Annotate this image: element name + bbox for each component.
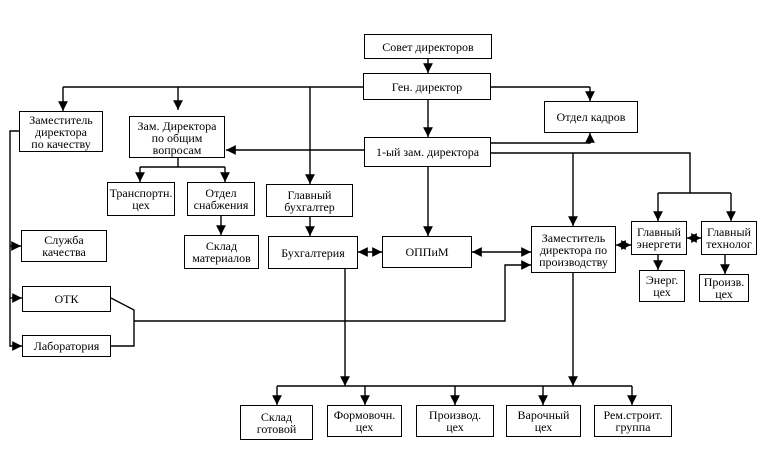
chief-technologist-box: Главный технолог	[701, 221, 757, 255]
arrow-to-laboratory	[9, 130, 22, 351]
accounting-box: Бухгалтерия	[268, 236, 358, 269]
line-first-deputy-right	[491, 152, 691, 193]
deputy-quality-box: Заместитель директора по качеству	[19, 111, 103, 152]
cooking-shop-box: Варочный цех	[506, 405, 581, 437]
power-shop-box: Энерг. цех	[639, 270, 685, 302]
first-deputy-director-box: 1-ый зам. директора	[364, 137, 491, 167]
arrow-first-deputy-to-hr	[491, 133, 595, 144]
repair-construction-group-box: Рем.строит. группа	[594, 405, 672, 437]
finished-goods-warehouse-box: Склад готовой	[240, 405, 313, 440]
deputy-production-box: Заместитель директора по производству	[531, 226, 616, 273]
production-shop-box: Производ. цех	[416, 405, 494, 437]
hr-department-box: Отдел кадров	[544, 101, 638, 133]
transport-shop-box: Транспортн. цех	[107, 182, 175, 216]
chief-accountant-box: Главный бухгалтер	[266, 184, 353, 217]
laboratory-box: Лаборатория	[22, 335, 111, 357]
otk-box: ОТК	[22, 286, 111, 312]
production-shop-small-box: Произв. цех	[699, 274, 749, 302]
supply-department-box: Отдел снабжения	[187, 182, 255, 216]
board-of-directors-box: Совет директоров	[364, 34, 492, 59]
deputy-general-affairs-box: Зам. Директора по общим вопросам	[129, 116, 225, 158]
chief-power-engineer-box: Главный энергети	[631, 221, 687, 255]
molding-shop-box: Формовочн. цех	[327, 405, 402, 437]
oppim-box: ОППиМ	[382, 236, 472, 268]
materials-warehouse-box: Склад материалов	[184, 235, 259, 269]
general-director-box: Ген. директор	[363, 73, 491, 100]
line-otk-lab-right	[110, 297, 135, 347]
arrow-to-deputy-production-from-otk	[134, 260, 531, 322]
quality-service-box: Служба качества	[21, 230, 107, 262]
